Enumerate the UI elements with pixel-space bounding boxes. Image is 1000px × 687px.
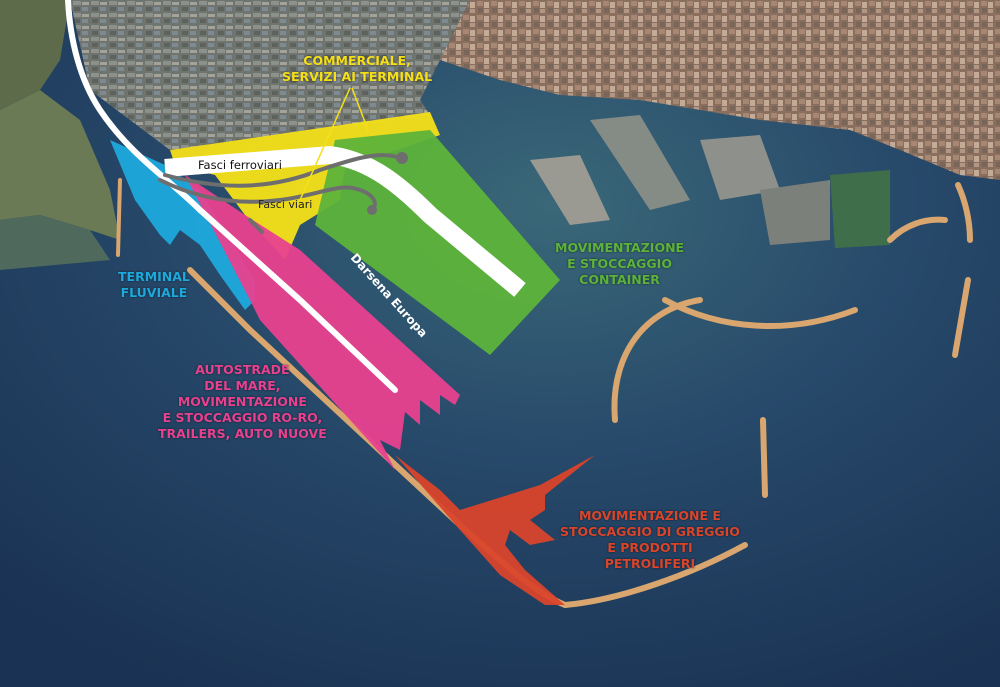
greggio-label-line: E PRODOTTI	[607, 540, 693, 555]
container-label-line: E STOCCAGGIO	[567, 256, 672, 271]
greggio-label-line: PETROLIFERI	[604, 556, 696, 571]
jetty-west	[116, 178, 122, 257]
fasci-viari-label: Fasci viari	[258, 198, 312, 211]
road-spur	[248, 218, 264, 234]
greggio-label: MOVIMENTAZIONE E STOCCAGGIO DI GREGGIO E…	[560, 508, 740, 572]
road-upper	[163, 153, 402, 188]
fluviale-label-line: TERMINAL	[118, 269, 190, 284]
roro-label-line: AUTOSTRADE	[195, 362, 290, 377]
commerciale-label-line: COMMERCIALE,	[303, 53, 411, 68]
pier-4	[760, 180, 830, 245]
breakwater-south	[562, 542, 748, 608]
fasci-ferroviari-band	[164, 145, 526, 297]
marsh-land	[0, 90, 120, 240]
breakwater-mid	[760, 417, 768, 498]
road-network	[158, 153, 402, 234]
breakwater-east	[955, 182, 973, 243]
fasci-ferroviari-label: Fasci ferroviari	[198, 158, 282, 172]
fluviale-label: TERMINAL FLUVIALE	[118, 269, 190, 301]
leader-line-1	[299, 87, 351, 201]
pier-3	[700, 135, 780, 200]
greggio-label-line: STOCCAGGIO DI GREGGIO	[560, 524, 740, 539]
fluviale-label-line: FLUVIALE	[120, 285, 188, 300]
commerciale-label-line: SERVIZI AI TERMINAL	[282, 69, 433, 84]
commerciale-label: COMMERCIALE, SERVIZI AI TERMINAL	[282, 53, 432, 85]
zone-greggio[interactable]	[395, 455, 595, 605]
leader-line-2	[351, 87, 369, 131]
west-land	[0, 0, 70, 110]
container-label-line: MOVIMENTAZIONE	[555, 240, 685, 255]
breakwater-arc-north	[662, 297, 858, 329]
zone-container[interactable]	[315, 130, 560, 355]
road-lower	[158, 178, 377, 212]
roro-label-line: E STOCCAGGIO RO-RO,	[162, 410, 323, 425]
main-railway	[65, 0, 398, 393]
roro-label-line: MOVIMENTAZIONE	[177, 394, 307, 409]
roro-label-line: TRAILERS, AUTO NUOVE	[158, 426, 327, 441]
city-area	[440, 0, 1000, 180]
road-roundabout-2	[367, 205, 377, 215]
container-label-line: CONTAINER	[579, 272, 660, 287]
industrial-area	[70, 0, 470, 150]
breakwater-east-hook	[887, 216, 948, 243]
green-basin	[830, 170, 890, 248]
breakwater-south-east	[952, 277, 971, 358]
container-label: MOVIMENTAZIONE E STOCCAGGIO CONTAINER	[555, 240, 684, 288]
commerciale-leader-lines	[299, 87, 369, 201]
greggio-label-line: MOVIMENTAZIONE E	[578, 508, 721, 523]
roro-label-line: DEL MARE,	[204, 378, 281, 393]
road-roundabout-1	[396, 152, 408, 164]
pier-1	[530, 155, 610, 225]
shore	[0, 215, 110, 270]
zone-terminal-fluviale[interactable]	[110, 140, 255, 310]
roro-label: AUTOSTRADE DEL MARE, MOVIMENTAZIONE E ST…	[158, 362, 327, 442]
pier-2	[590, 115, 690, 210]
